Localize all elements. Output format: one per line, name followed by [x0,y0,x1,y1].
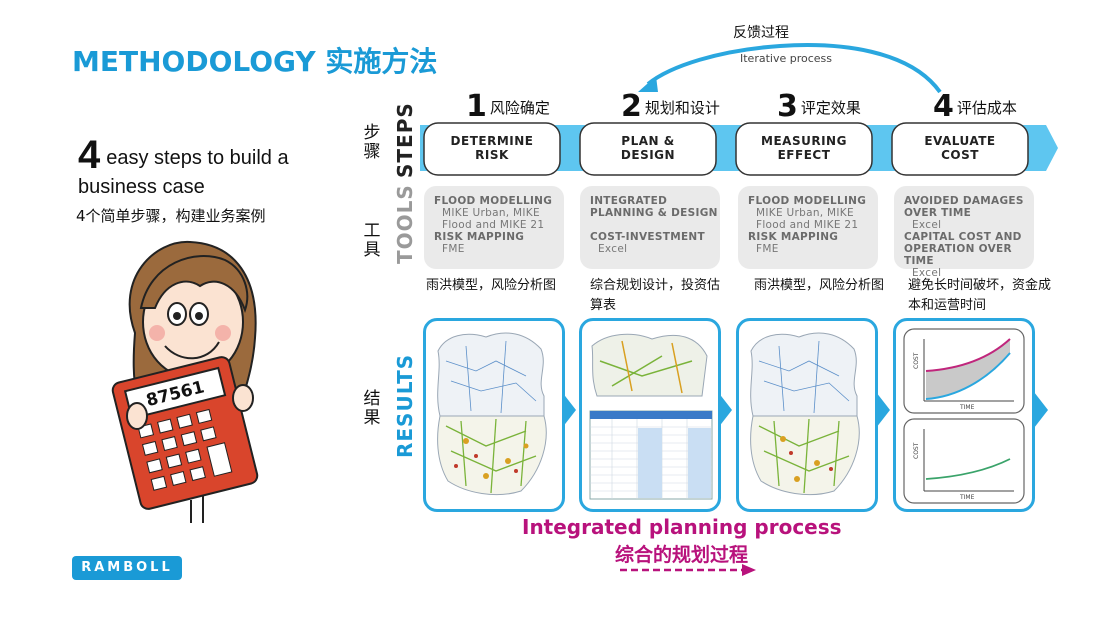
tool-line: CAPITAL COST AND [904,231,1022,243]
tool-line: PLANNING & DESIGN [590,207,718,219]
dashed-arrow [620,564,756,576]
tool-line: OVER TIME [904,207,972,219]
chart-2-axis-y: COST [913,442,920,459]
tool-line: MIKE Urban, MIKE [442,207,540,219]
integrated-process-zh: 综合的规划过程 [615,544,749,566]
tool-line: FLOOD MODELLING [748,195,867,207]
result-plan-table-2 [579,318,721,512]
row-label-tools-zh: 工具 [363,221,381,260]
result-arrow-3 [876,392,890,428]
page-title: METHODOLOGY 实施方法 [72,45,438,78]
row-label-tools-en: TOOLS [393,184,417,264]
chart-1-axis-y: COST [913,352,920,369]
feedback-arrow [638,43,942,94]
result-arrow-1 [562,392,576,428]
steps-chevron-band [420,122,1058,176]
result-arrow-2 [718,392,732,428]
tool-line: OPERATION OVER TIME [904,243,1012,267]
chart-2-axis-x: TIME [959,494,975,501]
tool-line: Flood and MIKE 21 [442,219,545,231]
result-cost-charts-4: COST TIME COST TIME [893,318,1035,512]
feedback-label-zh: 反馈过程 [733,25,789,41]
tool-caption-1: 雨洪模型，风险分析图 [426,278,557,293]
tool-line: Flood and MIKE 21 [756,219,859,231]
girl-calculator-illustration: 87561 [111,240,259,523]
intro-english-text: easy steps to build a business case [78,147,289,198]
chart-1-axis-x: TIME [959,404,975,411]
row-label-results-zh: 结果 [363,389,381,428]
result-map-1 [423,318,565,512]
row-label-results-en: RESULTS [393,353,417,458]
intro-chinese: 4个简单步骤，构建业务案例 [76,207,266,225]
ramboll-logo: RAMBOLL [72,556,182,580]
tool-line: MIKE Urban, MIKE [756,207,854,219]
tool-line: Excel [912,219,942,231]
tool-line: FME [756,243,779,255]
tool-line: RISK MAPPING [748,231,839,243]
tool-line [590,219,720,231]
row-label-steps-en: STEPS [393,102,417,178]
tool-line: INTEGRATED [590,195,668,207]
result-map-3 [736,318,878,512]
row-label-steps-zh: 步骤 [363,123,381,162]
tool-caption-2: 综合规划设计，投资估算表 [590,278,721,313]
tool-line: FME [442,243,465,255]
tool-line: Excel [598,243,628,255]
tool-line: RISK MAPPING [434,231,525,243]
result-arrow-4 [1034,392,1048,428]
intro-number: 4 [78,133,101,177]
tool-line: Excel [912,267,942,279]
integrated-process-en: Integrated planning process [522,515,842,539]
tool-line: FLOOD MODELLING [434,195,553,207]
tool-caption-4: 避免长时间破坏，资金成本和运营时间 [908,278,1052,313]
tool-caption-3: 雨洪模型，风险分析图 [754,278,885,293]
feedback-label-en: Iterative process [740,52,833,65]
step-2-chevron-label: PLAN &DESIGN [620,134,676,162]
tool-line: AVOIDED DAMAGES [904,195,1024,207]
tool-line: COST-INVESTMENT [590,231,705,243]
